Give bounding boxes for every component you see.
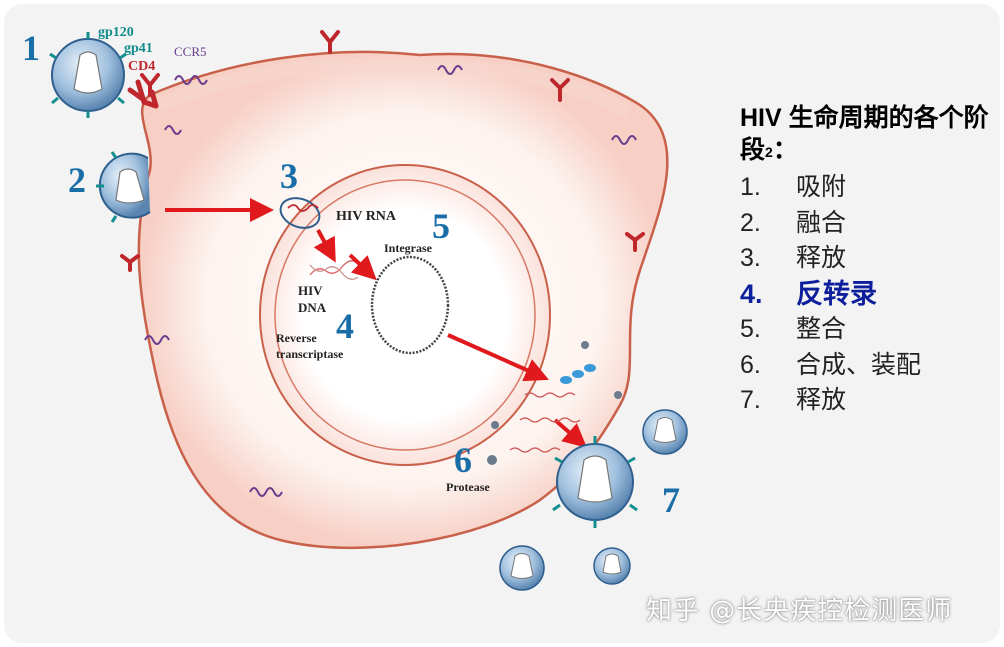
step-number: 6. — [740, 350, 761, 379]
step-item: 6. 合成、装配 — [740, 348, 990, 384]
hiv-rna-strand — [287, 204, 319, 212]
label-hiv: HIV — [298, 283, 323, 298]
label-protease: Protease — [446, 480, 490, 494]
step-label: 合成、装配 — [796, 350, 922, 379]
stage-number-6: 6 — [454, 440, 472, 480]
label-transcriptase: transcriptase — [276, 347, 344, 361]
step-item: 5. 整合 — [740, 312, 990, 348]
stage-number-3: 3 — [280, 156, 298, 196]
virus-attaching — [49, 32, 127, 118]
watermark: 知乎 @长央疾控检测医师 — [646, 596, 953, 626]
viral-rna-strands — [509, 392, 581, 453]
steps-title-footnote: 2 — [765, 144, 773, 160]
stage-number-2: 2 — [68, 160, 86, 200]
stage-number-4: 4 — [336, 306, 354, 346]
step-number: 2. — [740, 208, 761, 237]
steps-title: HIV 生命周期的各个阶段2： — [740, 102, 990, 166]
label-gp120: gp120 — [98, 25, 134, 40]
mature-virus-3 — [593, 547, 631, 585]
ribosome-icons — [560, 364, 596, 384]
step-item: 1. 吸附 — [740, 170, 990, 206]
virus-fusing — [96, 151, 151, 223]
step-number: 1. — [740, 173, 761, 201]
label-ccr5: CCR5 — [174, 44, 207, 59]
step-label: 释放 — [796, 386, 847, 414]
mature-virus-2 — [499, 545, 545, 591]
stage-number-7: 7 — [662, 480, 680, 520]
step-label: 整合 — [796, 315, 847, 343]
step-label: 反转录 — [796, 278, 877, 309]
label-integrase: Integrase — [384, 241, 433, 255]
steps-title-text: HIV 生命周期的各个阶段 — [740, 104, 989, 164]
cd4-binding-icon — [127, 79, 159, 109]
stage-number-5: 5 — [432, 206, 450, 246]
lifecycle-steps-panel: HIV 生命周期的各个阶段2： 1. 吸附 2. 融合 3. 释放 4. 反转录 5. 整… — [740, 102, 990, 419]
flow-arrows — [165, 198, 588, 448]
step-item-active: 4. 反转录 — [740, 277, 990, 313]
uncoating-capsid — [279, 197, 321, 229]
step-label: 释放 — [796, 244, 847, 272]
protein-icons — [487, 341, 622, 465]
step-number: 7. — [740, 386, 761, 414]
budding-virus — [552, 436, 638, 528]
ccr5-coreceptor-icons — [144, 65, 637, 497]
step-item: 7. 释放 — [740, 383, 990, 419]
step-number: 3. — [740, 244, 761, 272]
step-label: 吸附 — [796, 173, 847, 201]
step-item: 2. 融合 — [740, 206, 990, 242]
label-cd4: CD4 — [128, 59, 155, 74]
integrated-dna-circle — [370, 255, 450, 355]
stage-number-1: 1 — [22, 28, 40, 68]
steps-list: 1. 吸附 2. 融合 3. 释放 4. 反转录 5. 整合 6. 合成、装配 7. 释放 — [740, 170, 990, 419]
steps-title-colon: ： — [772, 136, 798, 164]
label-gp41: gp41 — [124, 41, 153, 56]
hiv-dna-helix — [309, 260, 359, 276]
step-number: 5. — [740, 315, 761, 343]
label-dna: DNA — [298, 300, 327, 315]
step-item: 3. 释放 — [740, 241, 990, 277]
step-label: 融合 — [796, 208, 847, 237]
label-hiv-rna: HIV RNA — [336, 209, 397, 224]
step-number: 4. — [740, 278, 763, 309]
mature-virus-1 — [642, 409, 688, 455]
label-reverse: Reverse — [276, 331, 317, 345]
